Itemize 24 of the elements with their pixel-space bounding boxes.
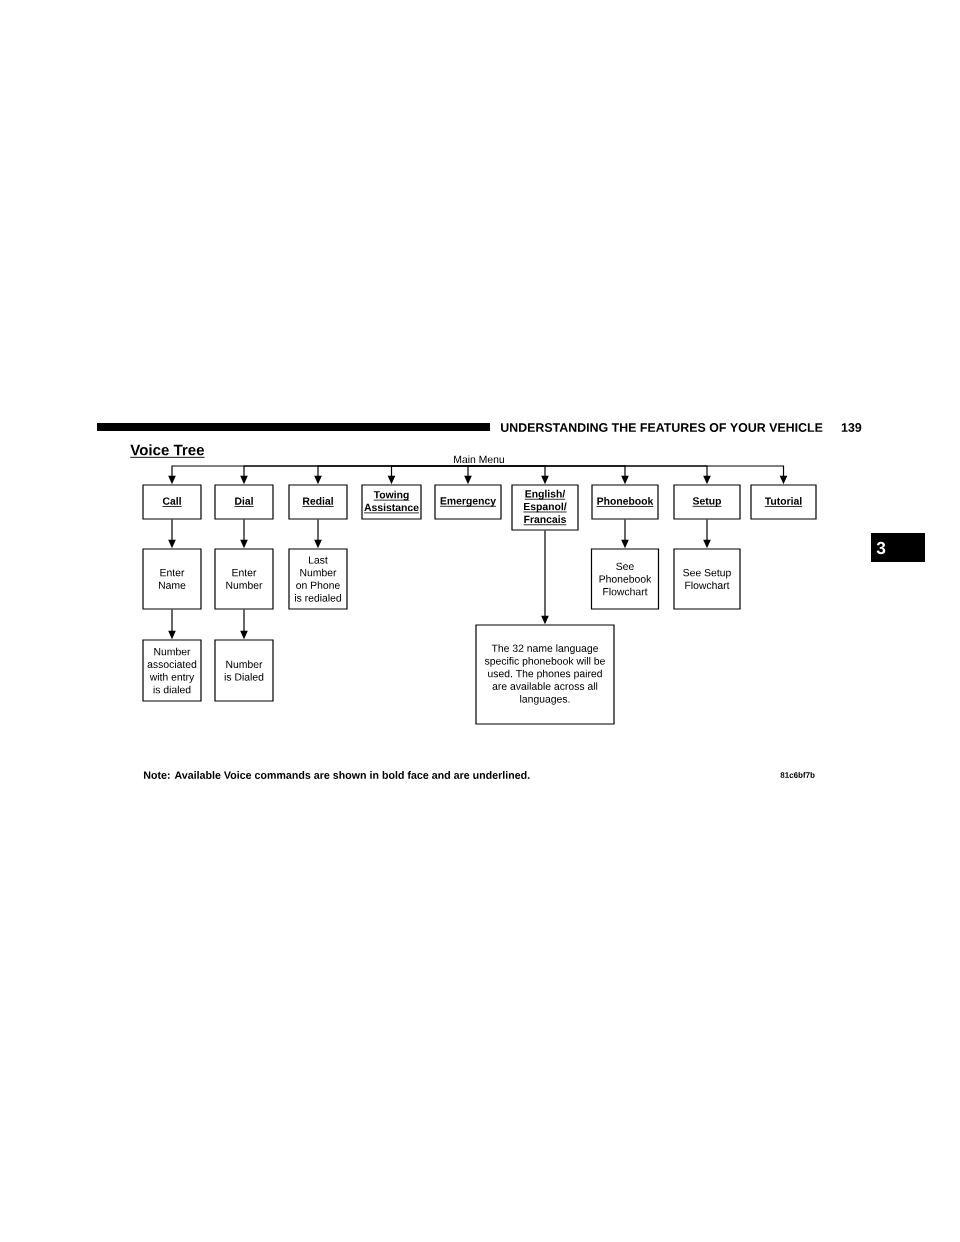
info-box: Last Number on Phone is redialed: [288, 548, 348, 610]
command-box: Emergency: [434, 484, 502, 520]
info-box: Enter Number: [214, 548, 274, 610]
command-box: English/ Espanol/ Francais: [511, 484, 579, 531]
menu-heading: Main Menu: [454, 455, 504, 464]
command-box: Tutorial: [750, 484, 817, 520]
command-box: Setup: [673, 484, 741, 520]
info-box: Enter Name: [142, 548, 202, 610]
title: Voice Tree: [129, 444, 205, 458]
note: Note: Available Voice commands are shown in bold face and are underlined.: [144, 771, 530, 779]
command-box: Phonebook: [591, 484, 659, 520]
figure-code: 81c6bf7b: [780, 772, 815, 778]
command-box: Call: [142, 484, 202, 520]
info-box: Number associated with entry is dialed: [142, 639, 202, 702]
info-box: See Phonebook Flowchart: [590, 548, 660, 610]
info-box: The 32 name language specific phonebook will be used. The phones paired are available across all languages.: [475, 624, 615, 725]
command-box: Towing Assistance: [361, 484, 422, 520]
page-number: 139: [841, 423, 862, 432]
section-tab: 3: [871, 533, 925, 562]
command-box: Redial: [288, 484, 348, 520]
info-box: Number is Dialed: [214, 639, 274, 702]
running-header: UNDERSTANDING THE FEATURES OF YOUR VEHICLE: [501, 423, 823, 432]
info-box: See Setup Flowchart: [673, 548, 741, 610]
command-box: Dial: [214, 484, 274, 520]
